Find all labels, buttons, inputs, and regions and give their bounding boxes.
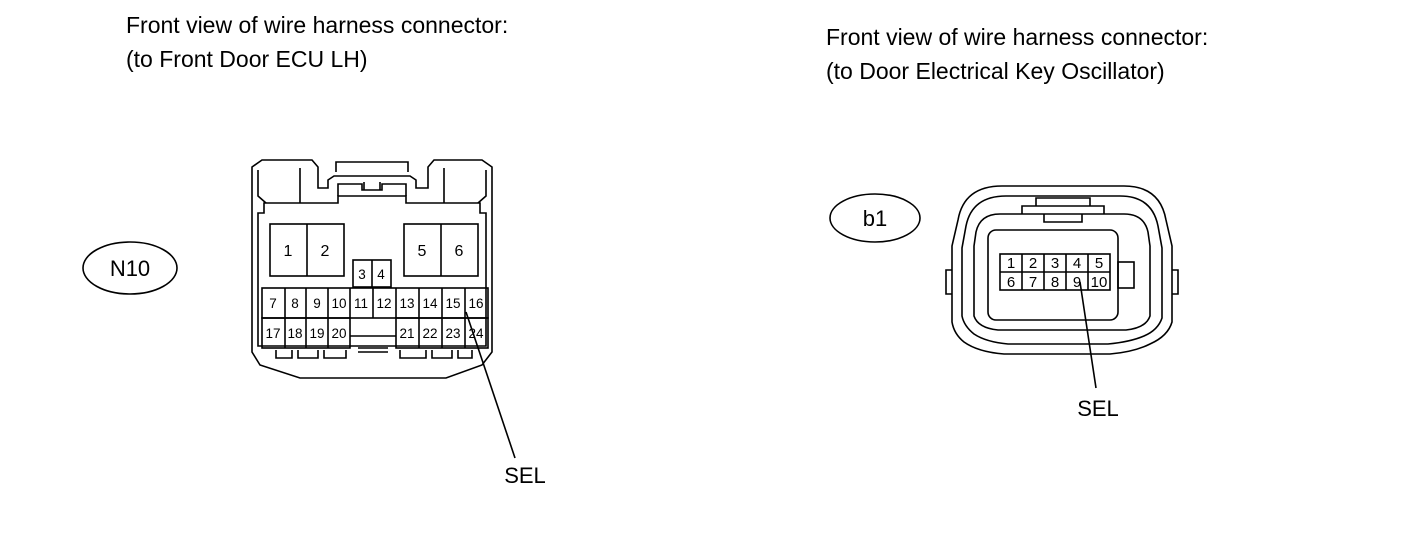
n10-sel-leader — [465, 311, 516, 459]
n10-sel-label: SEL — [504, 463, 546, 488]
n10-tag-oval — [82, 241, 178, 295]
n10-row-dividers — [284, 288, 466, 318]
right-caption: Front view of wire harness connector: (t… — [826, 20, 1208, 88]
b1-pin-3: 3 — [1051, 255, 1059, 272]
n10-pin-7: 7 — [269, 296, 277, 311]
b1-pin-numbers: 1 2 3 4 5 6 7 8 9 10 — [1007, 255, 1108, 291]
n10-pin-1: 1 — [284, 243, 293, 260]
right-caption-subtitle: (to Door Electrical Key Oscillator) — [826, 58, 1165, 84]
n10-pin-9: 9 — [313, 296, 321, 311]
n10-pin-17: 17 — [265, 326, 280, 341]
n10-tag-text: N10 — [110, 256, 150, 281]
n10-bottom-feet — [275, 350, 473, 359]
b1-pin-dividers — [1021, 254, 1089, 290]
left-caption-title: Front view of wire harness connector: — [126, 12, 509, 38]
left-caption-subtitle: (to Front Door ECU LH) — [126, 46, 368, 72]
n10-pin-11: 11 — [354, 296, 368, 311]
n10-pin-20: 20 — [331, 326, 346, 341]
n10-pin-numbers: 1 2 3 4 5 6 7 8 9 10 11 12 13 14 15 16 1… — [265, 243, 484, 341]
left-caption: Front view of wire harness connector: (t… — [126, 8, 508, 76]
b1-sel-leader — [1079, 281, 1097, 389]
n10-side-pockets — [257, 168, 487, 204]
n10-housing-inner — [257, 195, 487, 347]
n10-pin-8: 8 — [291, 296, 299, 311]
b1-sel-label: SEL — [1077, 396, 1119, 421]
b1-latch — [1021, 197, 1105, 223]
n10-pin-3: 3 — [358, 267, 366, 282]
b1-pin-2: 2 — [1029, 255, 1037, 272]
n10-housing — [251, 159, 493, 379]
b1-side-key — [1117, 261, 1135, 289]
n10-pin-14: 14 — [422, 296, 438, 311]
b1-connector: b1 1 2 3 4 5 6 7 8 — [829, 185, 1179, 421]
b1-pin-6: 6 — [1007, 274, 1015, 291]
n10-pin-12: 12 — [376, 296, 391, 311]
b1-side-ears — [945, 269, 1179, 295]
n10-pin-21: 21 — [399, 326, 414, 341]
n10-pin-18: 18 — [287, 326, 302, 341]
b1-pin-9: 9 — [1073, 274, 1081, 291]
n10-pin-19: 19 — [309, 326, 324, 341]
n10-pin-2: 2 — [321, 243, 330, 260]
b1-housing — [951, 185, 1173, 355]
n10-pin-10: 10 — [331, 296, 346, 311]
b1-housing-mid — [961, 195, 1163, 345]
n10-latch — [335, 161, 409, 196]
b1-tag-text: b1 — [863, 206, 887, 231]
n10-pin-22: 22 — [422, 326, 437, 341]
b1-pin-1: 1 — [1007, 255, 1015, 272]
n10-key-slot — [350, 335, 396, 353]
b1-pin-7: 7 — [1029, 274, 1037, 291]
b1-tag-oval — [829, 193, 921, 243]
b1-housing-inner — [973, 213, 1151, 331]
b1-pin-4: 4 — [1073, 255, 1081, 272]
n10-pin-frame — [261, 287, 489, 319]
b1-pin-5: 5 — [1095, 255, 1103, 272]
n10-pin-5: 5 — [418, 243, 427, 260]
n10-pin-15: 15 — [445, 296, 460, 311]
n10-connector: N10 — [82, 159, 546, 488]
b1-pin-10: 10 — [1091, 274, 1108, 291]
right-caption-title: Front view of wire harness connector: — [826, 24, 1209, 50]
n10-pin-4: 4 — [377, 267, 385, 282]
n10-pin-23: 23 — [445, 326, 460, 341]
n10-pin-16: 16 — [468, 296, 483, 311]
n10-pin-13: 13 — [399, 296, 414, 311]
b1-pin-8: 8 — [1051, 274, 1059, 291]
n10-pin-6: 6 — [455, 243, 464, 260]
